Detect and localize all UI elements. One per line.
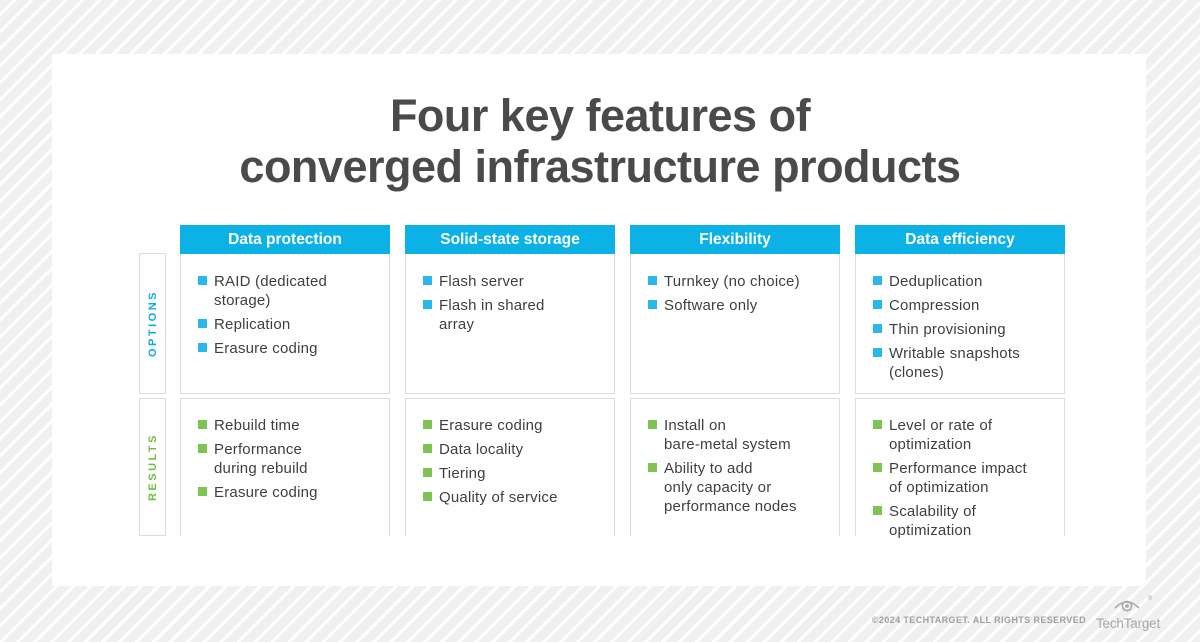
results-cell-data-efficiency: Level or rate of optimization Performanc… — [855, 398, 1065, 539]
column-header-data-efficiency: Data efficiency — [855, 225, 1065, 254]
bullet-square-icon — [873, 324, 882, 333]
option-text: Flash in shared array — [439, 297, 545, 333]
list-item: Rebuild time — [198, 416, 383, 435]
list-item: Deduplication — [873, 272, 1054, 291]
option-text: Compression — [889, 297, 980, 314]
result-text: Erasure coding — [439, 417, 543, 434]
bullet-square-icon — [423, 468, 432, 477]
bullet-square-icon — [873, 300, 882, 309]
option-text: Deduplication — [889, 273, 983, 290]
techtarget-logo: ® TechTarget — [1096, 596, 1160, 634]
results-cell-solid-state-storage: Erasure coding Data locality Tiering Qua… — [405, 398, 615, 536]
bullet-square-icon — [873, 463, 882, 472]
column-header-solid-state-storage: Solid-state storage — [405, 225, 615, 254]
list-item: Data locality — [423, 440, 608, 459]
list-item: Turnkey (no choice) — [648, 272, 829, 291]
result-text: Rebuild time — [214, 417, 300, 434]
list-item: Erasure coding — [198, 339, 379, 358]
bullet-square-icon — [873, 348, 882, 357]
list-item: RAID (dedicated storage) — [198, 272, 379, 310]
logo-text: TechTarget — [1096, 616, 1161, 631]
result-text: Tiering — [439, 465, 486, 482]
eye-icon — [1114, 600, 1140, 612]
list-item: Erasure coding — [423, 416, 608, 435]
options-row-label-box: OPTIONS — [139, 253, 166, 394]
bullet-square-icon — [423, 444, 432, 453]
list-item: Compression — [873, 296, 1054, 315]
result-text: Ability to add only capacity or performa… — [664, 460, 797, 515]
option-text: Software only — [664, 297, 758, 314]
bullet-square-icon — [198, 420, 207, 429]
bullet-square-icon — [648, 420, 657, 429]
bullet-square-icon — [198, 343, 207, 352]
bullet-square-icon — [423, 276, 432, 285]
result-text: Performance during rebuild — [214, 441, 308, 477]
list-item: Performance impact of optimization — [873, 459, 1058, 497]
list-item: Level or rate of optimization — [873, 416, 1058, 454]
result-text: Install on bare-metal system — [664, 417, 791, 453]
option-text: RAID (dedicated storage) — [214, 273, 328, 309]
list-item: Performance during rebuild — [198, 440, 383, 478]
option-text: Thin provisioning — [889, 321, 1006, 338]
list-item: Writable snapshots (clones) — [873, 344, 1054, 382]
bullet-square-icon — [873, 420, 882, 429]
result-text: Level or rate of optimization — [889, 417, 993, 453]
bullet-square-icon — [198, 444, 207, 453]
result-text: Quality of service — [439, 489, 558, 506]
options-cell-data-protection: RAID (dedicated storage) Replication Era… — [180, 254, 390, 394]
bullet-square-icon — [648, 300, 657, 309]
result-text: Scalability of optimization — [889, 503, 977, 539]
column-header-data-protection: Data protection — [180, 225, 390, 254]
options-cell-solid-state-storage: Flash server Flash in shared array — [405, 254, 615, 394]
bullet-square-icon — [648, 463, 657, 472]
bullet-square-icon — [198, 319, 207, 328]
result-text: Performance impact of optimization — [889, 460, 1027, 496]
result-text: Erasure coding — [214, 484, 318, 501]
copyright-text: ©2024 TECHTARGET. ALL RIGHTS RESERVED — [871, 615, 1086, 625]
list-item: Erasure coding — [198, 483, 383, 502]
list-item: Replication — [198, 315, 379, 334]
bullet-square-icon — [423, 492, 432, 501]
list-item: Thin provisioning — [873, 320, 1054, 339]
list-item: Software only — [648, 296, 829, 315]
registered-mark: ® — [1147, 596, 1152, 602]
results-cell-flexibility: Install on bare-metal system Ability to … — [630, 398, 840, 536]
list-item: Flash in shared array — [423, 296, 604, 334]
bullet-square-icon — [198, 276, 207, 285]
results-row-label-box: RESULTS — [139, 398, 166, 536]
column-header-flexibility: Flexibility — [630, 225, 840, 254]
page-title: Four key features of converged infrastru… — [239, 90, 961, 192]
result-text: Data locality — [439, 441, 524, 458]
list-item: Quality of service — [423, 488, 608, 507]
option-text: Turnkey (no choice) — [664, 273, 800, 290]
bullet-square-icon — [873, 506, 882, 515]
results-row-label: RESULTS — [146, 432, 159, 502]
list-item: Scalability of optimization — [873, 502, 1058, 540]
options-row-label: OPTIONS — [146, 289, 159, 357]
list-item: Ability to add only capacity or performa… — [648, 459, 833, 516]
list-item: Install on bare-metal system — [648, 416, 833, 454]
results-cell-data-protection: Rebuild time Performance during rebuild … — [180, 398, 390, 536]
list-item: Flash server — [423, 272, 604, 291]
bullet-square-icon — [648, 276, 657, 285]
bullet-square-icon — [423, 300, 432, 309]
option-text: Writable snapshots (clones) — [889, 345, 1020, 381]
option-text: Flash server — [439, 273, 524, 290]
option-text: Replication — [214, 316, 291, 333]
bullet-square-icon — [198, 487, 207, 496]
footer: ©2024 TECHTARGET. ALL RIGHTS RESERVED ® … — [872, 596, 1160, 634]
list-item: Tiering — [423, 464, 608, 483]
options-cell-data-efficiency: Deduplication Compression Thin provision… — [855, 254, 1065, 394]
bullet-square-icon — [873, 276, 882, 285]
option-text: Erasure coding — [214, 340, 318, 357]
bullet-square-icon — [423, 420, 432, 429]
options-cell-flexibility: Turnkey (no choice) Software only — [630, 254, 840, 394]
